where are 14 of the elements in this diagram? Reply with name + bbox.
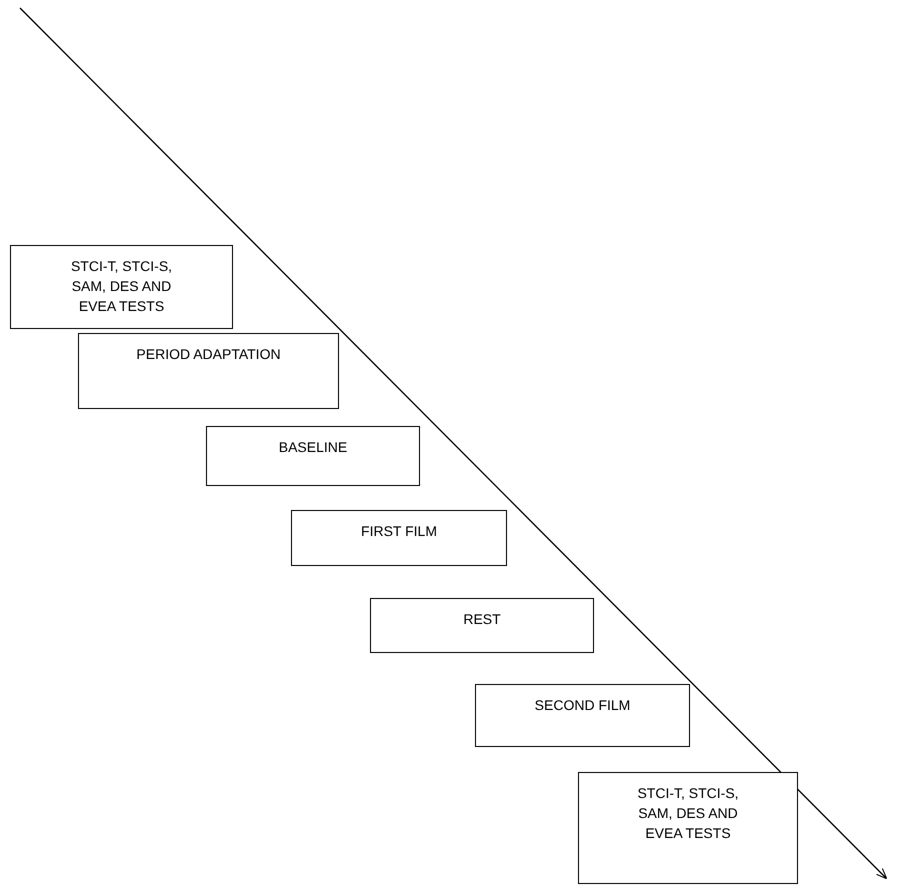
step-box — [578, 772, 798, 884]
step-label: FIRST FILM — [361, 522, 437, 541]
step-label: SECOND FILM — [534, 696, 630, 715]
step-label: STCI-T, STCI-S, SAM, DES AND EVEA TESTS — [70, 257, 174, 316]
step-label: BASELINE — [278, 438, 348, 457]
step-box — [206, 426, 420, 486]
step-label: REST — [463, 610, 501, 629]
step-box — [78, 333, 339, 409]
step-label: PERIOD ADAPTATION — [136, 345, 281, 364]
step-box — [291, 510, 507, 566]
step-box — [10, 245, 233, 329]
step-box — [475, 684, 690, 747]
step-label: STCI-T, STCI-S, SAM, DES AND EVEA TESTS — [636, 784, 740, 843]
step-box — [370, 598, 594, 653]
